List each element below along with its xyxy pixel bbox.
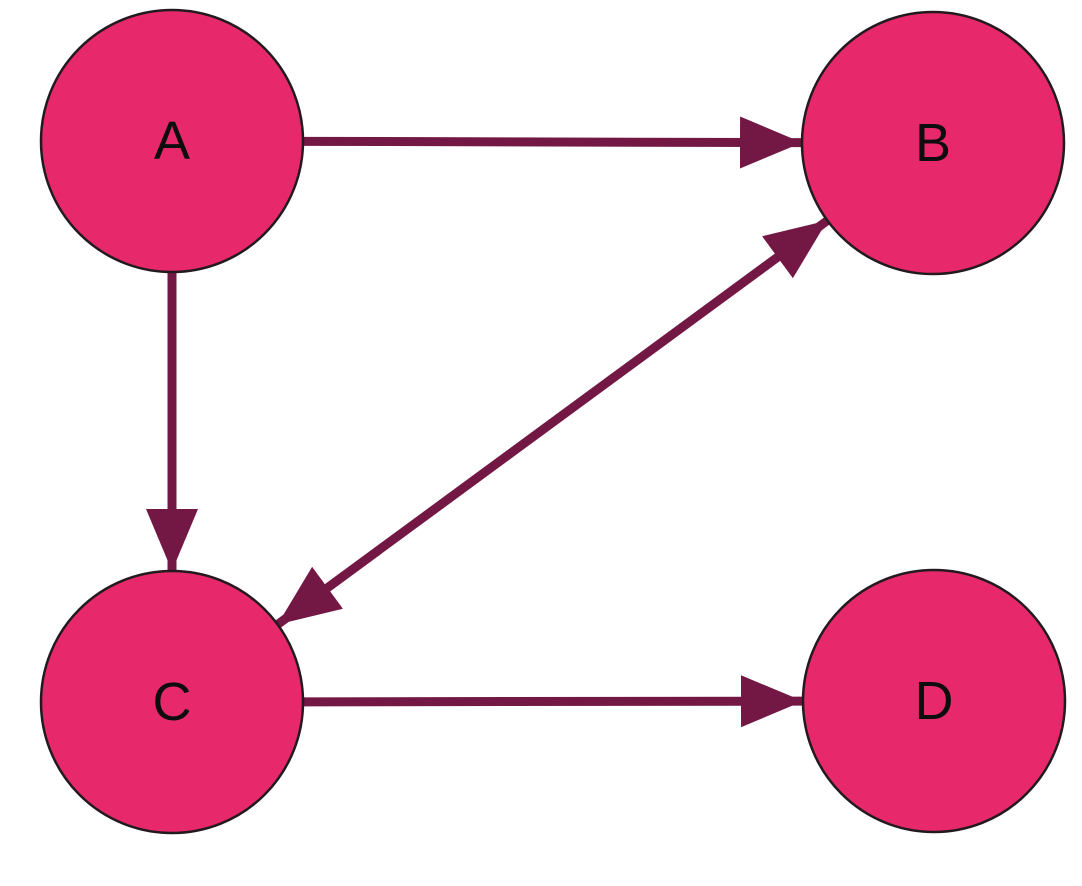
edge-A-B-line — [302, 116, 803, 169]
edge-C-D-line — [302, 675, 804, 728]
node-B-circle — [800, 10, 1066, 276]
node-D-circle — [801, 568, 1067, 834]
node-A: A — [39, 8, 305, 274]
node-B-label: B — [915, 113, 951, 173]
node-D-label: D — [915, 671, 954, 731]
node-C-circle — [39, 569, 305, 835]
node-A-circle — [39, 8, 305, 274]
node-B: B — [800, 10, 1066, 276]
node-C: C — [39, 569, 305, 835]
node-A-label: A — [154, 111, 190, 171]
node-C-label: C — [153, 672, 192, 732]
edge-B-C-line — [274, 216, 831, 629]
node-D: D — [801, 568, 1067, 834]
